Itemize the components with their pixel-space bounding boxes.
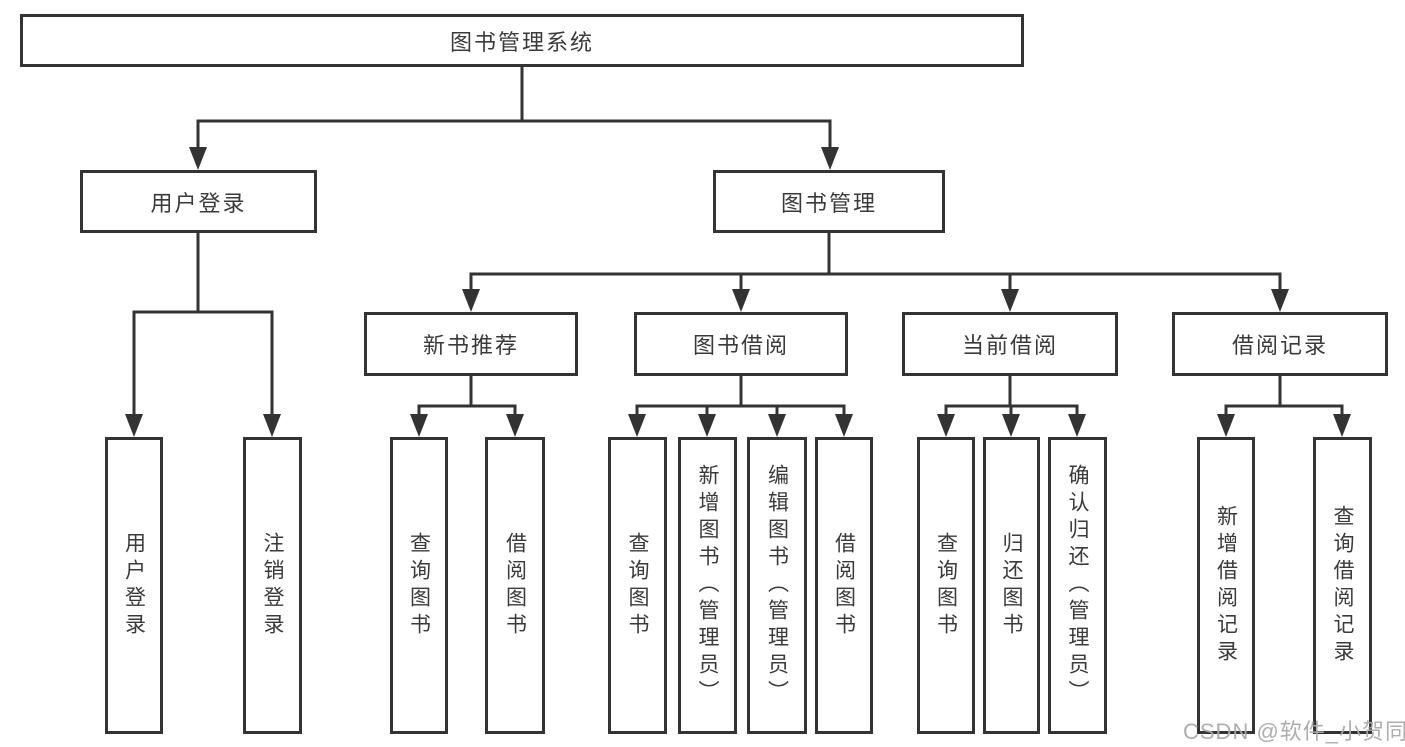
connector-root-to-level2	[189, 65, 839, 170]
leaf-label: 查询借阅记录	[1331, 504, 1354, 667]
connector-new-book-children	[410, 374, 524, 437]
node-label: 借阅记录	[1231, 333, 1328, 358]
connector-current-borrow-children	[937, 374, 1086, 437]
leaf-user-login: 用户登录	[105, 437, 163, 734]
leaf-query-books-newbook: 查询图书	[390, 437, 448, 734]
node-label: 图书借阅	[692, 333, 789, 358]
leaf-borrow-books-borrowing: 借阅图书	[815, 437, 873, 734]
node-borrowing-records: 借阅记录	[1172, 312, 1388, 376]
leaf-query-books-borrowing: 查询图书	[608, 437, 667, 734]
leaf-label: 查询图书	[934, 531, 958, 640]
leaf-add-borrow-record: 新增借阅记录	[1197, 437, 1255, 734]
leaf-confirm-return-admin: 确认归还（管理员）	[1048, 437, 1107, 734]
connector-book-mgmt-to-level3	[462, 231, 1289, 312]
node-library-management-system: 图书管理系统	[20, 14, 1024, 67]
leaf-label: 新增图书（管理员）	[696, 464, 719, 707]
leaf-label: 查询图书	[626, 531, 649, 640]
leaf-label: 注销登录	[261, 531, 284, 640]
leaf-edit-books-admin: 编辑图书（管理员）	[747, 437, 807, 734]
leaf-return-books: 归还图书	[983, 437, 1040, 734]
leaf-label: 确认归还（管理员）	[1066, 464, 1089, 707]
node-label: 当前借阅	[961, 333, 1058, 358]
connector-borrow-records-children	[1217, 374, 1351, 437]
node-label: 新书推荐	[422, 333, 519, 358]
node-label: 图书管理系统	[449, 29, 594, 55]
leaf-label: 新增借阅记录	[1214, 504, 1238, 667]
csdn-watermark: CSDN @软件_小贺同学	[1183, 719, 1405, 744]
leaf-borrow-books-newbook: 借阅图书	[485, 437, 545, 734]
node-book-management-module: 图书管理	[713, 170, 945, 233]
node-label: 图书管理	[780, 190, 877, 216]
leaf-label: 借阅图书	[503, 531, 527, 640]
leaf-query-books-current: 查询图书	[917, 437, 975, 734]
leaf-logout: 注销登录	[243, 437, 302, 734]
leaf-query-borrow-record: 查询借阅记录	[1313, 437, 1372, 734]
leaf-label: 用户登录	[122, 531, 146, 640]
node-label: 用户登录	[150, 190, 247, 216]
node-new-book-recommend: 新书推荐	[364, 312, 578, 376]
leaf-label: 查询图书	[407, 531, 431, 640]
leaf-label: 借阅图书	[832, 531, 856, 640]
leaf-label: 编辑图书（管理员）	[765, 464, 789, 707]
connector-book-borrow-children	[628, 374, 853, 437]
node-current-borrowing: 当前借阅	[902, 312, 1118, 376]
node-book-borrowing: 图书借阅	[634, 312, 848, 376]
node-user-login-module: 用户登录	[80, 170, 317, 233]
connector-user-login-children	[125, 231, 281, 437]
leaf-add-books-admin: 新增图书（管理员）	[678, 437, 737, 734]
leaf-label: 归还图书	[1000, 531, 1023, 640]
